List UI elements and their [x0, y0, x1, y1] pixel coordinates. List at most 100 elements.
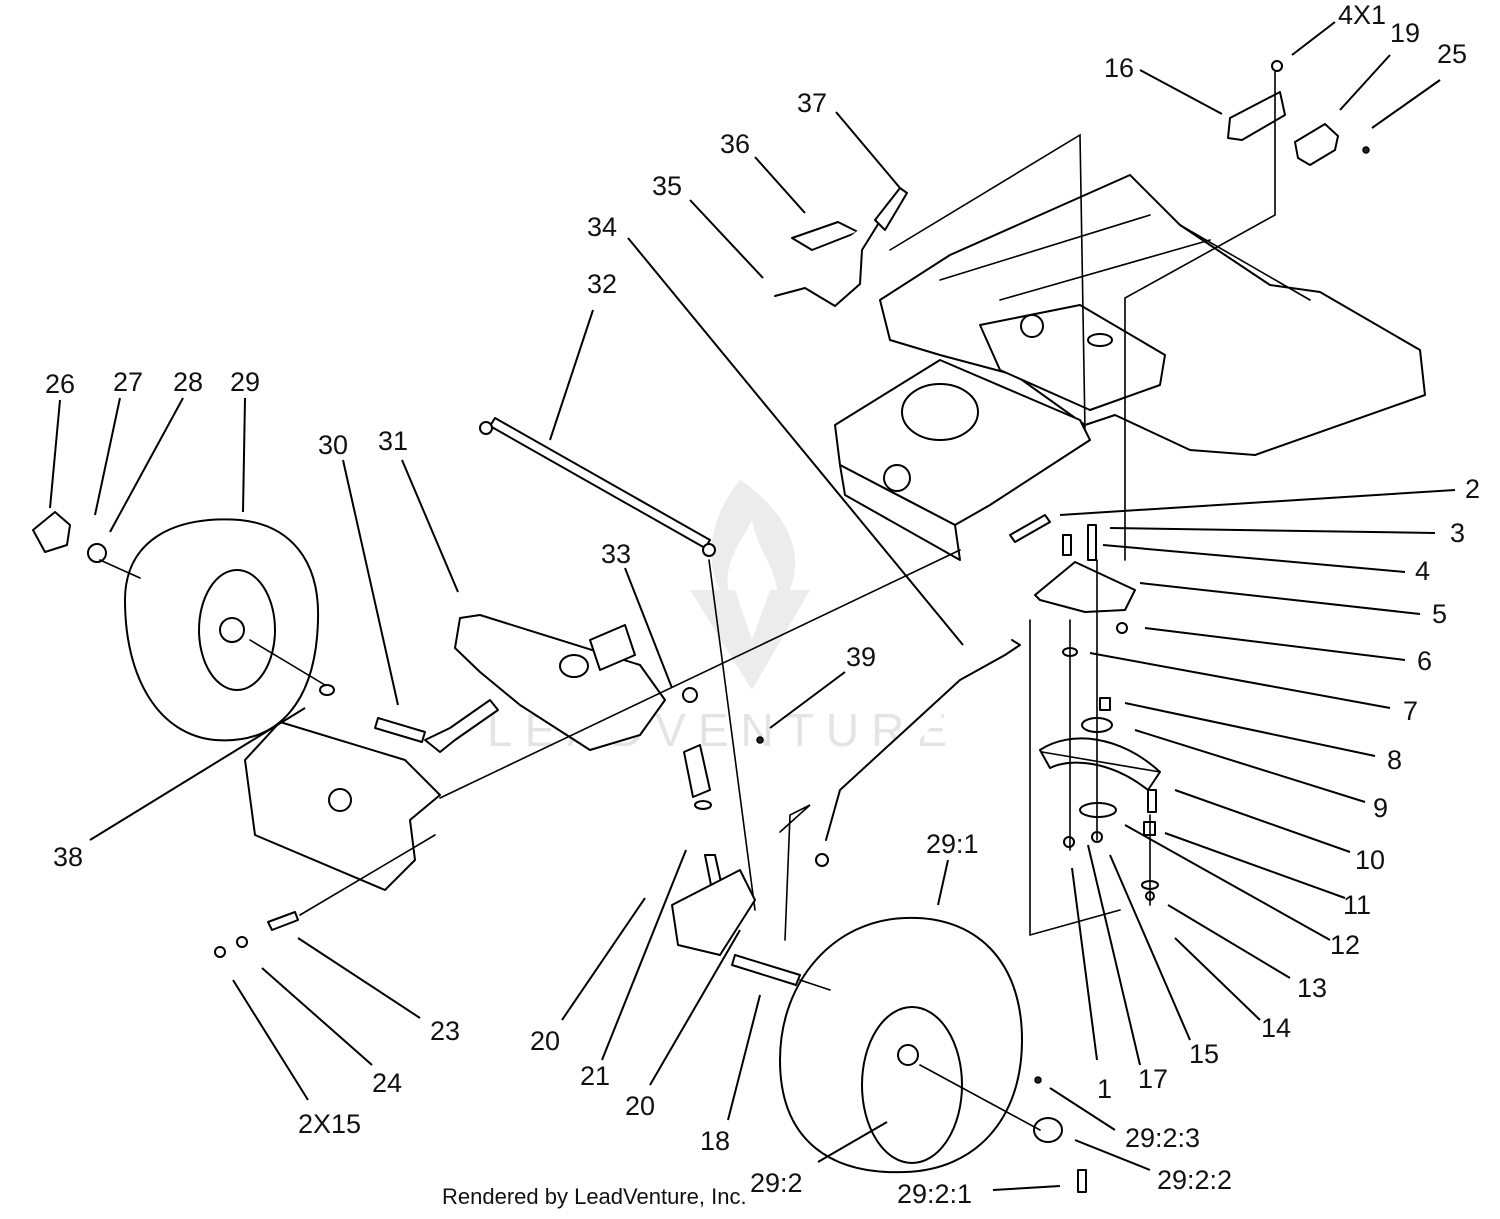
leader-9	[1134, 729, 1366, 803]
callout-3: 3	[1450, 518, 1465, 548]
callout-5: 5	[1432, 599, 1447, 629]
callout-2x15: 2X15	[298, 1109, 361, 1139]
callout-31: 31	[378, 426, 408, 456]
leader-38	[89, 707, 306, 841]
callout-28: 28	[173, 367, 203, 397]
callout-15: 15	[1189, 1039, 1219, 1069]
sector-gear-teeth	[1041, 751, 1161, 773]
drag-link-group	[779, 639, 1021, 941]
callout-20b: 20	[625, 1091, 655, 1121]
callout-18: 18	[700, 1126, 730, 1156]
leader-29-2-3	[1049, 1087, 1116, 1131]
leader-28	[109, 397, 184, 533]
leader-3	[1109, 527, 1436, 534]
center-plate-hole	[1020, 314, 1044, 338]
callout-29-2-3: 29:2:3	[1125, 1123, 1200, 1153]
leader-5	[1139, 582, 1421, 615]
leader-4x1	[1291, 21, 1336, 56]
leader-26	[49, 399, 61, 509]
callout-labels: 4X1 19 25 16 37 36 35 34 32 26 27 28 29 …	[45, 0, 1480, 1209]
callout-12: 12	[1330, 930, 1360, 960]
callout-36: 36	[720, 129, 750, 159]
leader-33	[624, 567, 673, 689]
leader-11	[1164, 832, 1346, 899]
tie-rod-end-left	[479, 421, 493, 435]
kingpin-right	[683, 744, 711, 798]
leader-23	[297, 937, 421, 1019]
leader-1	[1071, 867, 1098, 1061]
right-wheel-axis	[799, 979, 1041, 1131]
frame-cutout	[901, 383, 979, 441]
right-wheel-hub	[897, 1044, 919, 1066]
spindle-30	[374, 717, 426, 743]
bracket-boss	[328, 788, 352, 812]
credit-line: Rendered by LeadVenture, Inc.	[442, 1184, 747, 1209]
nut-4x1	[1271, 60, 1283, 72]
callout-29-2-1: 29:2:1	[897, 1179, 972, 1209]
callout-24: 24	[372, 1068, 402, 1098]
callout-1: 1	[1097, 1074, 1112, 1104]
leader-13	[1167, 904, 1291, 979]
plate-5	[1034, 561, 1136, 613]
watermark-logo-shape	[711, 480, 796, 610]
callout-37: 37	[797, 88, 827, 118]
bolt-29-2-1	[1077, 1169, 1087, 1193]
left-wheel-axis	[99, 559, 326, 686]
callout-6: 6	[1417, 646, 1432, 676]
leader-19	[1339, 54, 1391, 111]
axle-tube	[589, 624, 636, 671]
callout-39: 39	[846, 642, 876, 672]
callout-21: 21	[580, 1061, 610, 1091]
leader-21	[601, 849, 687, 1061]
sector-gear	[1039, 737, 1161, 791]
leader-17	[1087, 844, 1141, 1066]
callout-4x1: 4X1	[1338, 0, 1386, 30]
tie-rod-drop	[708, 559, 756, 911]
leader-30	[342, 459, 399, 706]
leader-36	[754, 156, 806, 214]
leader-32	[549, 309, 594, 441]
floor-pan	[879, 174, 1426, 456]
clip-33	[682, 687, 698, 703]
callout-2: 2	[1465, 474, 1480, 504]
front-axle-group	[374, 614, 764, 956]
callout-8: 8	[1387, 745, 1402, 775]
bracket-guide-line	[1124, 71, 1276, 561]
left-wheel-hub	[219, 617, 245, 643]
switch-19	[1294, 123, 1339, 166]
callout-29-2-2: 29:2:2	[1157, 1165, 1232, 1195]
frame-assembly	[834, 174, 1426, 561]
bolt-4	[1062, 534, 1072, 556]
leader-29-2-2	[1074, 1139, 1151, 1171]
leader-4	[1102, 544, 1406, 573]
leader-39	[769, 671, 846, 729]
bushing-8	[1099, 697, 1111, 711]
fitting-29-2-3	[1034, 1076, 1042, 1084]
front-bracket-group	[214, 549, 961, 958]
callout-14: 14	[1261, 1013, 1291, 1043]
axle-18	[731, 954, 801, 986]
bracket-20	[671, 869, 756, 956]
spindle-arm	[424, 699, 499, 753]
callout-20a: 20	[530, 1026, 560, 1056]
callout-34: 34	[587, 212, 617, 242]
callout-16: 16	[1104, 53, 1134, 83]
grip-37	[874, 187, 908, 231]
drag-link-guide	[779, 804, 811, 941]
frame-front-face	[839, 464, 961, 561]
nut-1	[1063, 836, 1075, 848]
leader-6	[1144, 627, 1406, 661]
leader-15	[1109, 854, 1191, 1041]
steering-gear-assembly	[1009, 514, 1161, 937]
callout-27: 27	[113, 367, 143, 397]
callout-26: 26	[45, 369, 75, 399]
callout-29-2: 29:2	[750, 1168, 803, 1198]
callout-33: 33	[601, 539, 631, 569]
leader-14	[1174, 937, 1261, 1021]
bolt-2	[1009, 514, 1051, 543]
rod-35	[774, 204, 891, 307]
leader-24	[261, 967, 373, 1066]
axle-pivot-boss	[559, 654, 589, 678]
bracket-16	[1227, 91, 1286, 141]
